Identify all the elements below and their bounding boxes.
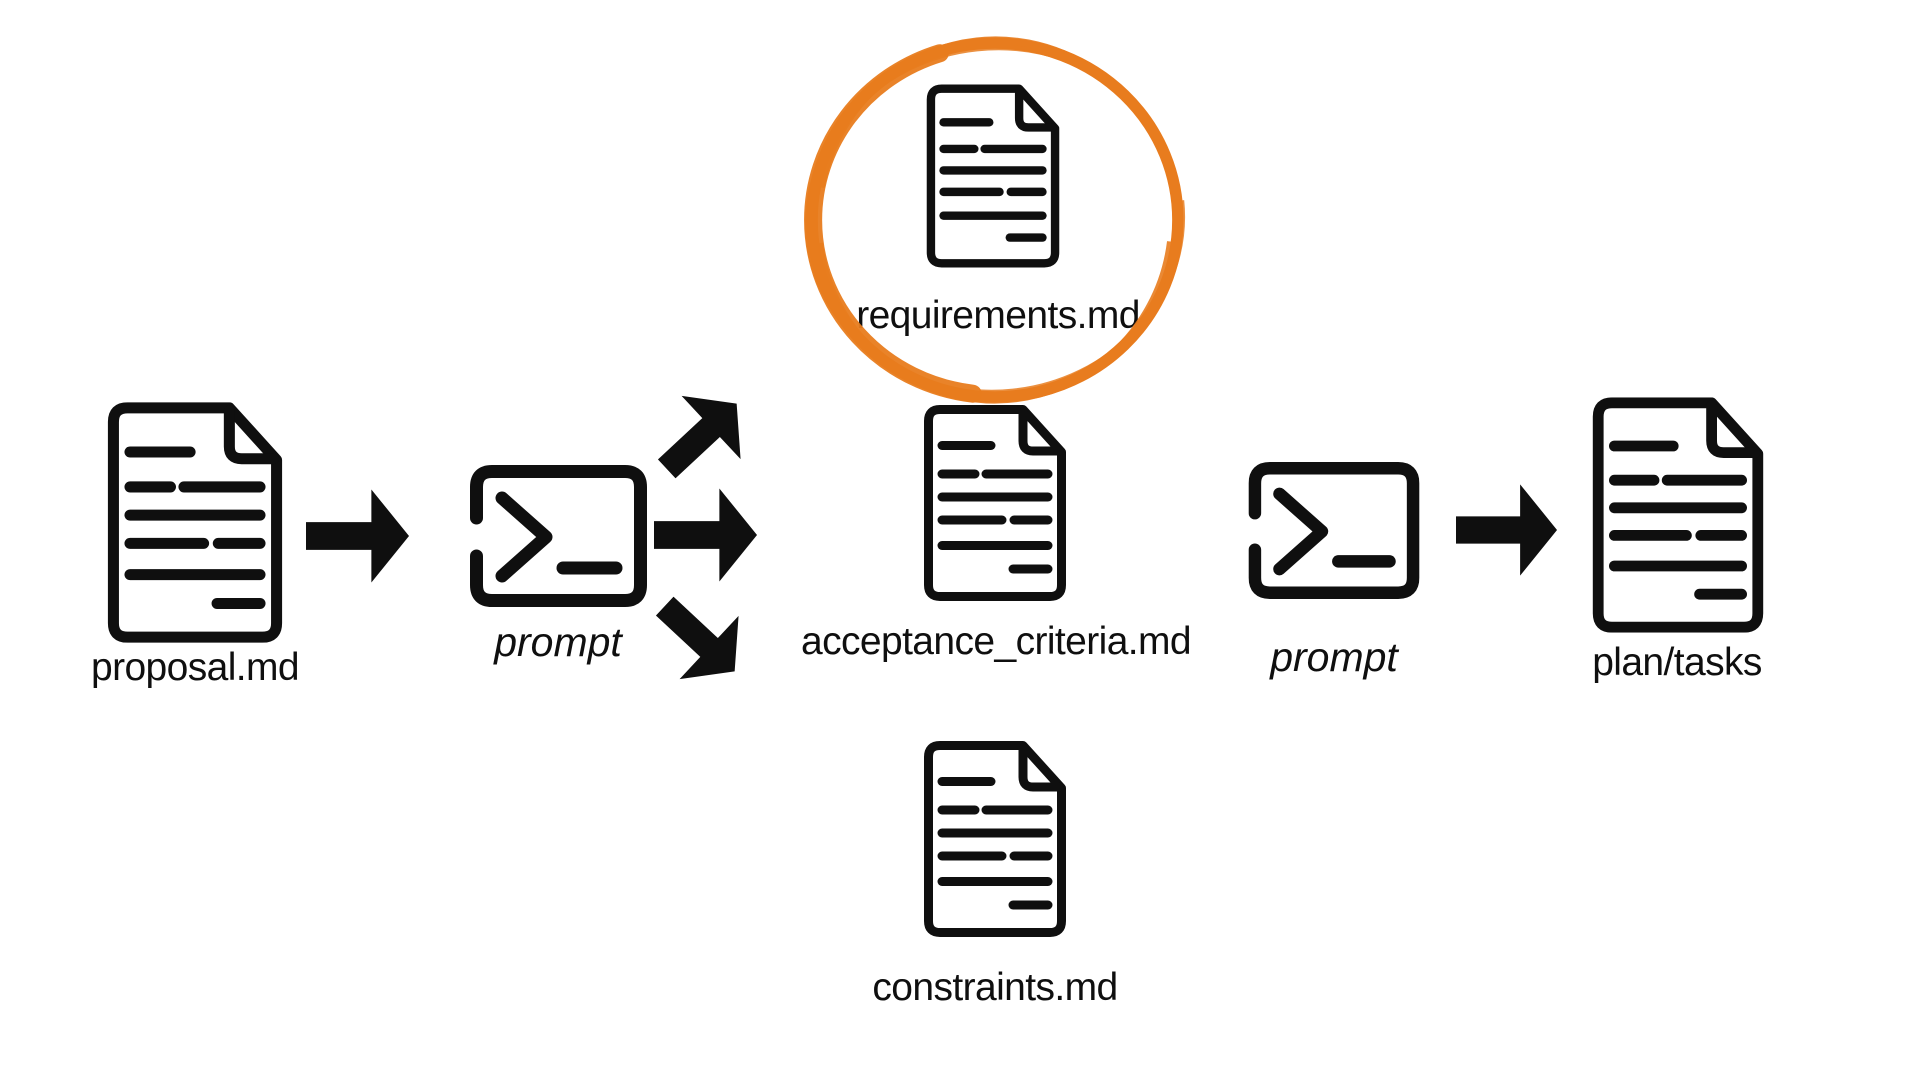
document-icon xyxy=(920,403,1070,603)
acceptance-criteria-label: acceptance_criteria.md xyxy=(801,620,1192,663)
terminal-prompt-icon xyxy=(1248,462,1420,599)
arrow-right-icon xyxy=(654,485,758,585)
proposal-label: proposal.md xyxy=(90,646,300,689)
terminal-prompt-icon xyxy=(470,465,647,607)
plan-tasks-label: plan/tasks xyxy=(1592,641,1762,684)
arrow-right-icon xyxy=(1456,481,1558,579)
document-icon xyxy=(920,740,1070,938)
requirements-label: requirements.md xyxy=(856,294,1140,337)
arrow-up-right-icon xyxy=(634,368,770,503)
prompt-right-label: prompt xyxy=(1270,634,1398,680)
prompt-left-label: prompt xyxy=(494,619,622,665)
document-icon xyxy=(1588,395,1768,635)
arrow-right-icon xyxy=(306,486,410,586)
constraints-label: constraints.md xyxy=(872,966,1118,1009)
document-icon xyxy=(103,402,287,643)
document-icon xyxy=(923,82,1063,270)
